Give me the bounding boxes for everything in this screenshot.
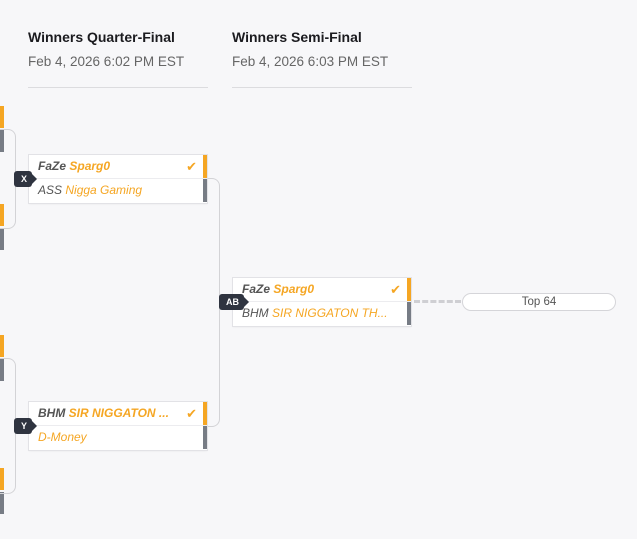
round-divider	[232, 87, 412, 88]
check-icon: ✔	[186, 406, 197, 421]
match-slot[interactable]: FaZe Sparg0 ✔	[29, 155, 207, 179]
winner-bar	[203, 155, 207, 178]
winner-bar	[203, 402, 207, 425]
player-name: Sparg0	[273, 282, 315, 296]
match-ab[interactable]: FaZe Sparg0 ✔ BHM SIR NIGGATON TH...	[233, 278, 411, 326]
player-name: Nigga Gaming	[65, 183, 143, 197]
player-name: SIR NIGGATON TH...	[272, 306, 388, 320]
dashed-connector	[414, 300, 461, 303]
round-divider	[28, 87, 208, 88]
player-name: D-Money	[38, 430, 87, 444]
player-name: Sparg0	[69, 159, 111, 173]
match-slot[interactable]: D-Money	[29, 426, 207, 449]
match-badge: X	[14, 171, 38, 187]
check-icon: ✔	[186, 159, 197, 174]
round-header-quarterfinal: Winners Quarter-Final Feb 4, 2026 6:02 P…	[28, 29, 208, 69]
round-header-semifinal: Winners Semi-Final Feb 4, 2026 6:03 PM E…	[232, 29, 412, 69]
match-y[interactable]: BHM SIR NIGGATON ... ✔ D-Money	[29, 402, 207, 450]
prev-match-bar	[0, 130, 4, 152]
team-tag: BHM	[242, 306, 269, 320]
prev-match-bar	[0, 492, 4, 514]
prev-match-bar	[0, 228, 4, 250]
round-date: Feb 4, 2026 6:03 PM EST	[232, 54, 389, 69]
next-round-placeholder[interactable]: Top 64	[462, 293, 616, 311]
loser-bar	[203, 179, 207, 202]
match-slot[interactable]: BHM SIR NIGGATON TH...	[233, 302, 411, 325]
player-name: SIR NIGGATON ...	[68, 406, 169, 420]
match-badge: AB	[219, 294, 249, 310]
prev-match-bar	[0, 468, 4, 490]
prev-match-bar	[0, 204, 4, 226]
prev-match-bar	[0, 106, 4, 128]
prev-match-bar	[0, 359, 4, 381]
connector-line	[206, 178, 220, 427]
match-x[interactable]: FaZe Sparg0 ✔ ASS Nigga Gaming	[29, 155, 207, 203]
team-tag: FaZe	[242, 282, 271, 296]
team-tag: FaZe	[38, 159, 67, 173]
round-title: Winners Semi-Final	[232, 29, 362, 45]
check-icon: ✔	[390, 282, 401, 297]
loser-bar	[203, 426, 207, 449]
round-date: Feb 4, 2026 6:02 PM EST	[28, 54, 185, 69]
match-slot[interactable]: ASS Nigga Gaming	[29, 179, 207, 202]
match-badge: Y	[14, 418, 38, 434]
team-tag: BHM	[38, 406, 66, 420]
loser-bar	[407, 302, 411, 325]
prev-match-bar	[0, 335, 4, 357]
round-title: Winners Quarter-Final	[28, 29, 175, 45]
team-tag: ASS	[38, 183, 63, 197]
match-slot[interactable]: FaZe Sparg0 ✔	[233, 278, 411, 302]
winner-bar	[407, 278, 411, 301]
match-slot[interactable]: BHM SIR NIGGATON ... ✔	[29, 402, 207, 426]
